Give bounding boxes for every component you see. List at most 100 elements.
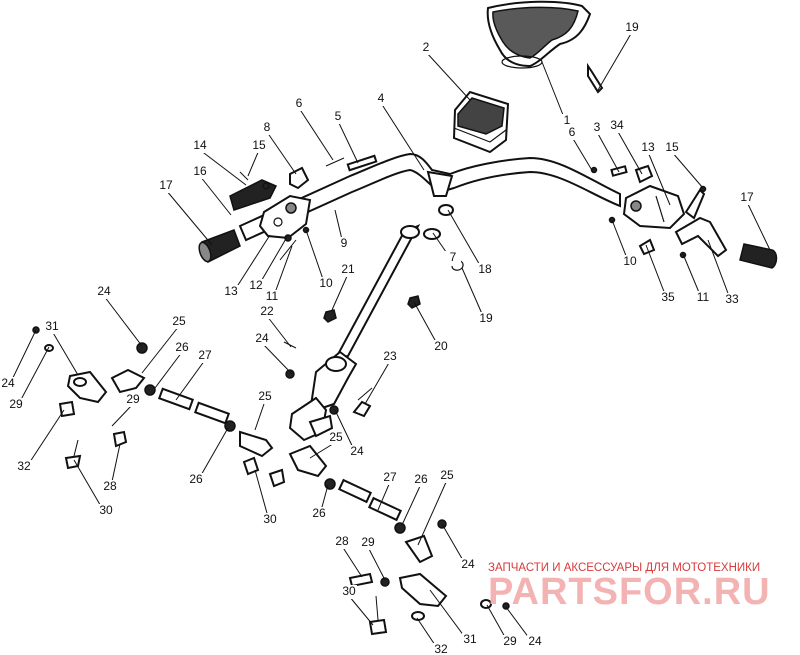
callout-leader [571, 136, 594, 173]
callout-number: 25 [329, 430, 343, 444]
callout-number: 30 [99, 503, 113, 517]
callout-leader [266, 315, 292, 348]
steering-column [288, 223, 421, 442]
callout-number: 34 [610, 118, 624, 132]
callout-label-bg [724, 293, 740, 307]
callout-label-bg [0, 377, 16, 391]
callout-label-bg [739, 191, 755, 205]
callout-number: 10 [319, 276, 333, 290]
callout-number: 6 [569, 125, 576, 139]
callout-leader [254, 400, 266, 431]
callout-leader [380, 102, 425, 171]
callout-number: 25 [440, 468, 454, 482]
callout-label-bg [318, 277, 334, 291]
callout-number: 24 [1, 376, 15, 390]
callout-label-bg [462, 633, 478, 647]
watermark: ЗАПЧАСТИ И АКСЕССУАРЫ ДЛЯ МОТОТЕХНИКИ PA… [488, 562, 770, 613]
callout-label-bg [248, 279, 264, 293]
callout-number: 17 [740, 190, 754, 204]
callout-label-bg [527, 635, 543, 649]
callout-number: 33 [725, 292, 739, 306]
callout-leader [367, 546, 386, 581]
callout-number: 30 [342, 584, 356, 598]
callout-label-bg [340, 263, 356, 277]
clamp-left [289, 166, 310, 190]
callout-number: 11 [697, 290, 710, 304]
callout-number: 13 [641, 140, 655, 154]
callout-label-bg [502, 635, 518, 649]
callout-number: 31 [45, 319, 59, 333]
callout-label-bg [192, 165, 208, 179]
callout-leader [199, 149, 247, 186]
callout-leader [154, 351, 183, 389]
callout-label-bg [660, 291, 676, 305]
callout-label-bg [254, 332, 270, 346]
callout-number: 24 [97, 284, 111, 298]
callout-number: 27 [383, 470, 397, 484]
callout-label-bg [477, 263, 493, 277]
callout-label-bg [259, 305, 275, 319]
callout-label-bg [125, 393, 141, 407]
callout-leader [401, 483, 422, 526]
callout-leader [175, 359, 206, 401]
right-grip [739, 243, 778, 269]
callout-number: 1 [564, 113, 571, 127]
callout-leader [266, 131, 297, 175]
callout-number: 28 [103, 479, 117, 493]
callout-number: 29 [503, 634, 517, 648]
callout-leader [337, 120, 359, 164]
callout-number: 27 [198, 348, 212, 362]
callout-number: 19 [625, 20, 639, 34]
callout-number: 29 [361, 535, 375, 549]
callout-leader [165, 189, 213, 246]
screw-left [239, 171, 249, 181]
callout-leader [596, 131, 620, 173]
callout-number: 20 [434, 339, 448, 353]
callout-label-bg [349, 445, 365, 459]
callout-leader [51, 330, 79, 376]
left-switch-housing [258, 194, 312, 240]
callout-number: 32 [434, 642, 448, 655]
callout-leader [331, 273, 349, 311]
right-throttle-lever [674, 188, 728, 258]
clip-top [587, 62, 604, 94]
callout-label-bg [311, 507, 327, 521]
callout-label-bg [197, 349, 213, 363]
callout-label-bg [291, 97, 307, 111]
callout-number: 29 [9, 397, 23, 411]
callout-label-bg [589, 121, 605, 135]
callout-number: 8 [264, 120, 271, 134]
callout-leader [671, 151, 704, 189]
callout-number: 31 [463, 632, 477, 646]
callout-number: 9 [341, 236, 348, 250]
left-brake-lever [229, 179, 278, 211]
callout-label-bg [624, 21, 640, 35]
callout-number: 14 [193, 138, 207, 152]
callout-number: 12 [249, 278, 263, 292]
callout-number: 15 [252, 138, 266, 152]
callout-label-bg [192, 139, 208, 153]
callout-leader [111, 403, 134, 427]
callout-label-bg [96, 285, 112, 299]
callout-leader [377, 481, 391, 511]
callout-leader [247, 149, 260, 177]
callout-number: 19 [479, 311, 493, 325]
callout-label-bg [439, 469, 455, 483]
callout-number: 22 [260, 304, 274, 318]
callout-number: 3 [594, 120, 601, 134]
callout-leader [199, 175, 232, 216]
callout-leader [647, 151, 671, 206]
callout-leader [298, 107, 334, 161]
handlebar [238, 152, 621, 242]
callout-number: 16 [193, 164, 207, 178]
callout-label-bg [44, 320, 60, 334]
handlebar-pad-cover [486, 0, 592, 69]
parts-drawing [32, 0, 778, 636]
callout-label-bg [418, 41, 434, 55]
callout-leader [103, 295, 143, 347]
callout-leader [348, 595, 374, 626]
callout-label-bg [695, 291, 711, 305]
callout-number: 13 [224, 284, 238, 298]
callout-number: 30 [263, 512, 277, 526]
